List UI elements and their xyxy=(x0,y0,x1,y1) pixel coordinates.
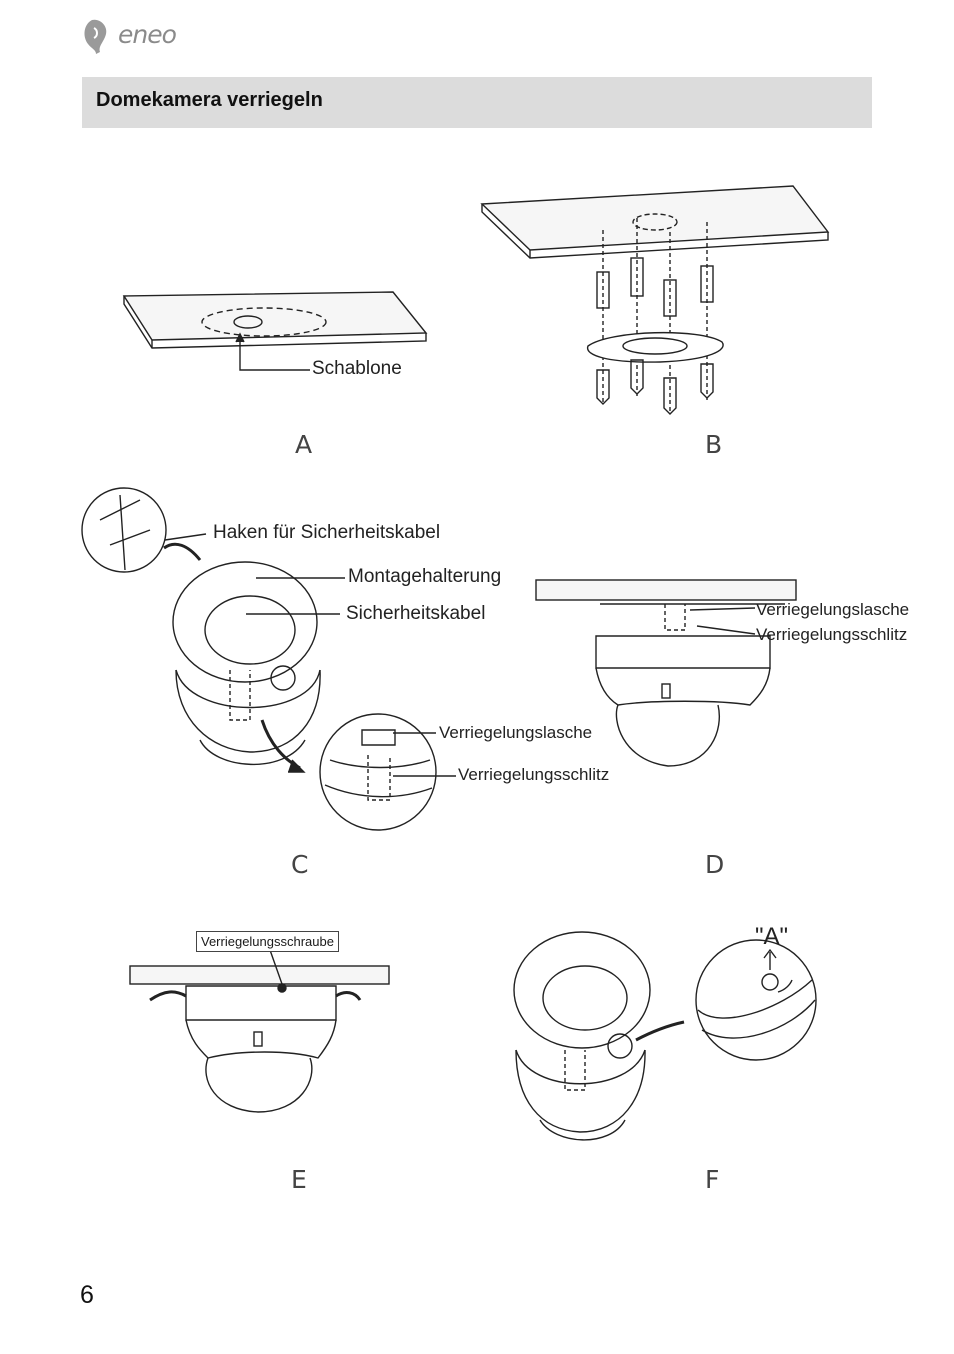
label-mounting-bracket: Montagehalterung xyxy=(348,566,502,587)
page-number: 6 xyxy=(80,1281,94,1309)
section-title: Domekamera verriegeln xyxy=(96,89,323,111)
figure-e-locking-screw xyxy=(129,949,390,1113)
eneo-logo-icon xyxy=(84,19,107,55)
label-template: Schablone xyxy=(312,358,402,379)
figure-letter-e: E xyxy=(291,1165,307,1194)
brand-name: eneo xyxy=(118,20,177,49)
label-locking-tab-d: Verriegelungslasche xyxy=(756,600,910,619)
label-locking-tab-c: Verriegelungslasche xyxy=(439,723,593,742)
label-safety-hook: Haken für Sicherheitskabel xyxy=(213,522,441,543)
figure-c-camera-bracket xyxy=(81,487,456,831)
figure-letter-a: A xyxy=(295,430,313,459)
figure-letter-b: B xyxy=(705,430,723,459)
figure-f-detail xyxy=(513,931,817,1141)
figure-letter-f: F xyxy=(705,1165,720,1194)
label-locking-slot-c: Verriegelungsschlitz xyxy=(458,765,610,784)
label-locking-screw: Verriegelungsschraube xyxy=(196,931,339,952)
section-header-bar xyxy=(82,77,872,128)
figure-letter-d: D xyxy=(705,850,725,879)
label-locking-slot-d: Verriegelungsschlitz xyxy=(756,625,908,644)
figure-a-ceiling-template xyxy=(122,291,428,371)
figure-letter-c: C xyxy=(291,850,309,879)
label-safety-cable: Sicherheitskabel xyxy=(346,603,486,624)
figure-b-anchors-bracket xyxy=(480,185,830,415)
figure-d-side-view xyxy=(535,579,797,767)
label-detail-a: "A" xyxy=(755,923,789,950)
